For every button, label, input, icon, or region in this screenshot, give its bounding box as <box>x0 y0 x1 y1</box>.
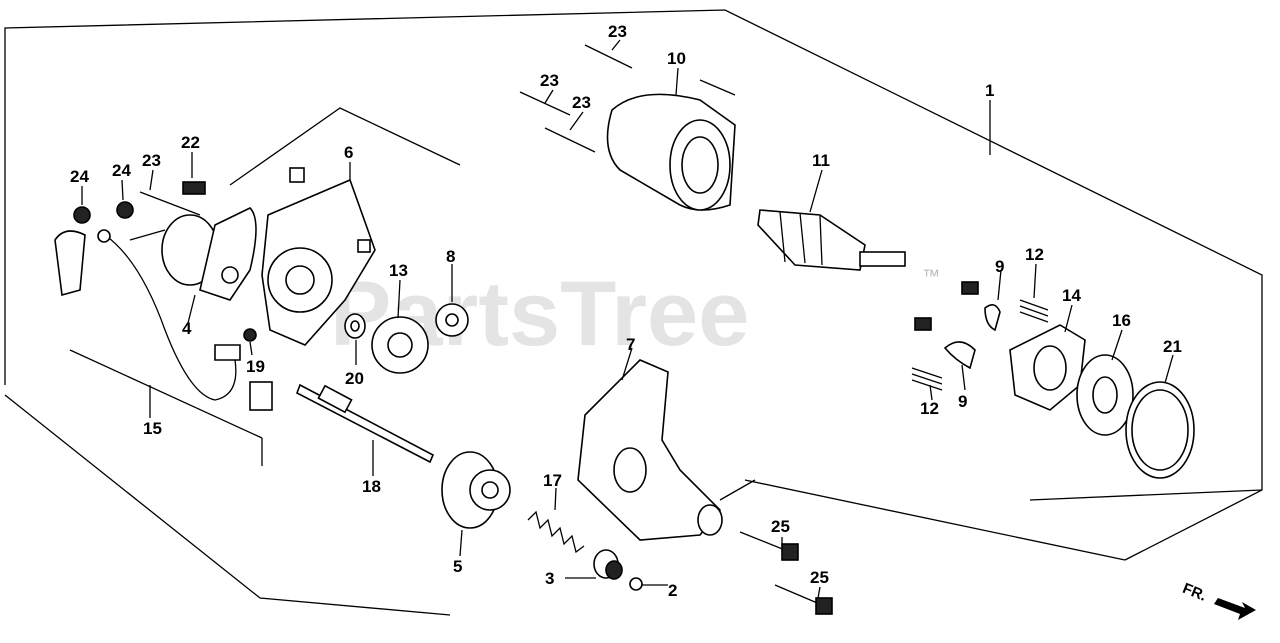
washer-part[interactable] <box>344 313 366 339</box>
through-bolts[interactable] <box>739 531 833 615</box>
callout-6: 6 <box>344 143 353 162</box>
callout-19: 19 <box>246 357 265 376</box>
callout-9a: 9 <box>995 257 1004 276</box>
assembly-outline <box>4 9 1263 616</box>
motor-yoke-part[interactable] <box>606 79 736 211</box>
callout-23c: 23 <box>572 93 591 112</box>
output-shaft-part[interactable] <box>296 383 435 464</box>
callout-22: 22 <box>181 133 200 152</box>
fr-label: FR. <box>1180 580 1209 605</box>
callout-7: 7 <box>626 335 635 354</box>
reduction-gear-part[interactable] <box>371 316 429 374</box>
callout-20: 20 <box>345 369 364 388</box>
callout-24b: 24 <box>112 161 131 180</box>
brush-holder-part[interactable] <box>1009 324 1086 411</box>
callout-12a: 12 <box>1025 245 1044 264</box>
callout-24a: 24 <box>70 167 89 186</box>
brush-clip-part[interactable] <box>943 304 1001 370</box>
callout-9b: 9 <box>958 392 967 411</box>
front-arrow-icon <box>1214 598 1256 620</box>
callout-23a: 23 <box>608 22 627 41</box>
callout-2: 2 <box>668 581 677 600</box>
callout-23b: 23 <box>540 71 559 90</box>
callout-4: 4 <box>182 319 192 338</box>
rear-gasket-part[interactable] <box>1125 381 1195 479</box>
callout-18: 18 <box>362 477 381 496</box>
overrunning-clutch-part[interactable] <box>441 451 511 529</box>
callout-25b: 25 <box>810 568 829 587</box>
leader-lines <box>81 39 1174 599</box>
front-housing-part[interactable] <box>577 359 723 541</box>
brush-plate-part[interactable] <box>1076 354 1134 436</box>
spring-part[interactable] <box>527 510 585 554</box>
brush-spring-part[interactable] <box>911 299 1049 391</box>
callout-labels: 1 2 3 4 5 6 7 8 9 9 10 11 12 12 13 14 15… <box>70 22 1182 600</box>
callout-14: 14 <box>1062 286 1081 305</box>
callout-15: 15 <box>143 419 162 438</box>
trademark-symbol: ™ <box>922 266 940 286</box>
callout-16: 16 <box>1112 311 1131 330</box>
callout-3: 3 <box>545 569 554 588</box>
callout-5: 5 <box>453 557 462 576</box>
callout-1: 1 <box>985 81 994 100</box>
fasteners-group <box>73 44 979 411</box>
front-direction-indicator: FR. <box>1180 580 1256 620</box>
callout-11: 11 <box>812 151 830 170</box>
collar-part[interactable] <box>593 549 623 580</box>
pinion-gear-part[interactable] <box>435 303 469 337</box>
callout-8: 8 <box>446 247 455 266</box>
callout-10: 10 <box>667 49 686 68</box>
cable-part[interactable] <box>54 229 237 401</box>
callout-25a: 25 <box>771 517 790 536</box>
armature-part[interactable] <box>757 209 906 271</box>
solenoid-part[interactable] <box>129 207 257 301</box>
callout-23d: 23 <box>142 151 161 170</box>
gear-housing-part[interactable] <box>261 167 376 346</box>
callout-21: 21 <box>1163 337 1182 356</box>
callout-12b: 12 <box>920 399 939 418</box>
callout-17: 17 <box>543 471 562 490</box>
stop-ring-part[interactable] <box>629 577 643 591</box>
callout-13: 13 <box>389 261 408 280</box>
